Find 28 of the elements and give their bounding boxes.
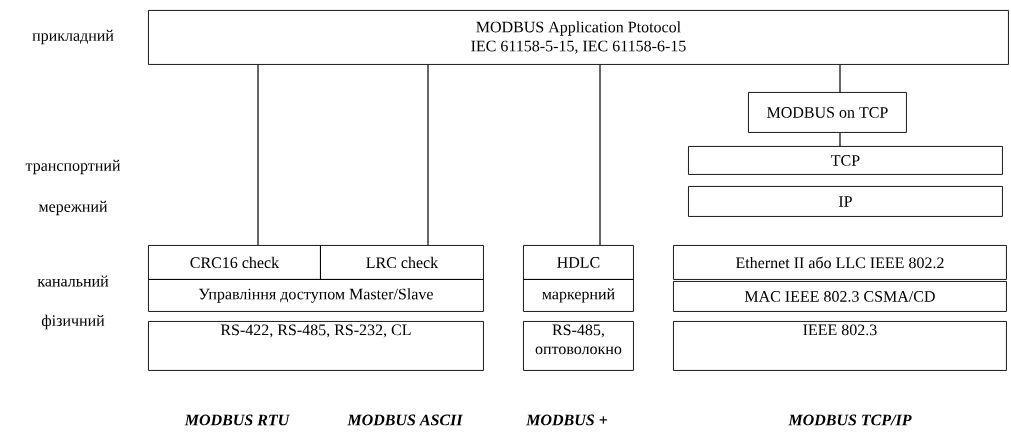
connector-line: [599, 64, 601, 246]
layer-box: CRC16 check: [148, 245, 321, 280]
connector-line: [839, 64, 841, 93]
column-label: MODBUS ASCII: [347, 414, 463, 426]
layer-box: RS-485, оптоволокно: [523, 321, 634, 371]
connector-line: [257, 64, 259, 246]
layer-box: MODBUS Application Ptotocol IEC 61158-5-15, IEC 61158-6-15: [148, 10, 1009, 65]
layer-box: IEEE 802.3: [673, 321, 1007, 371]
layer-label: мережний: [38, 200, 108, 216]
connector-line: [839, 132, 841, 147]
layer-label: фізичний: [41, 314, 105, 330]
column-label: MODBUS TCP/IP: [788, 414, 912, 426]
layer-box: MAC IEEE 802.3 CSMA/CD: [673, 281, 1007, 312]
layer-box: IP: [688, 186, 1003, 217]
layer-label: прикладний: [32, 29, 114, 45]
layer-box: HDLC: [523, 245, 634, 280]
layer-label: транспортний: [25, 159, 121, 175]
layer-box: MODBUS on TCP: [748, 92, 907, 133]
layer-box: TCP: [688, 146, 1003, 175]
layer-box: RS-422, RS-485, RS-232, CL: [148, 321, 484, 371]
layer-box: Управління доступом Master/Slave: [148, 279, 484, 312]
layer-box: Ethernet II або LLC IEEE 802.2: [673, 245, 1007, 280]
column-label: MODBUS +: [526, 414, 608, 426]
layer-label: канальний: [37, 275, 109, 287]
layer-box: LRC check: [320, 245, 484, 280]
column-label: MODBUS RTU: [184, 414, 290, 426]
connector-line: [427, 64, 429, 246]
layer-box: маркерний: [523, 279, 634, 312]
